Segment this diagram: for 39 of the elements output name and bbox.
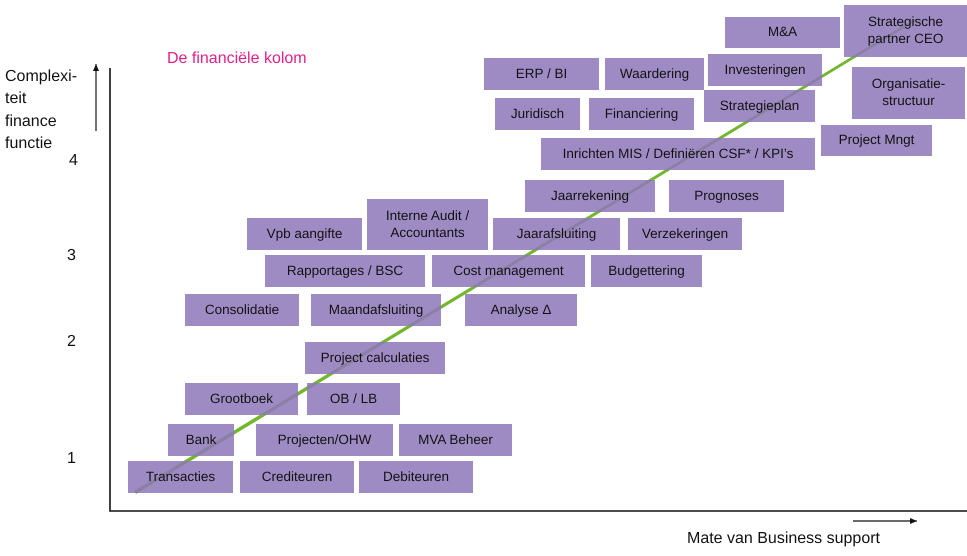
activity-box: Consolidatie [185,294,299,326]
axis-label: Mate van Business support [687,529,880,549]
tick-label: 3 [67,246,76,266]
activity-box: Grootboek [185,383,298,415]
activity-box: Juridisch [495,98,580,130]
activity-box: Budgettering [591,255,702,287]
activity-box: Rapportages / BSC [265,255,425,287]
activity-box: Investeringen [708,54,822,86]
activity-box: Jaarafsluiting [493,218,620,250]
activity-box: Financiering [589,98,694,130]
activity-box: Interne Audit / Accountants [367,199,488,250]
activity-box: OB / LB [307,383,400,415]
activity-box: Strategische partner CEO [844,5,967,57]
activity-box: Projecten/OHW [256,424,393,456]
activity-box: M&A [725,17,840,48]
activity-box: MVA Beheer [399,424,512,456]
activity-box: Debiteuren [359,461,473,493]
tick-label: 4 [69,151,78,171]
activity-box: Waardering [605,58,704,90]
activity-box: Project calculaties [305,342,445,374]
activity-box: Prognoses [669,180,784,212]
activity-box: ERP / BI [484,58,599,90]
activity-box: Bank [168,424,234,456]
activity-box: Inrichten MIS / Definiëren CSF* / KPI’s [541,138,815,170]
activity-box: Crediteuren [240,461,354,493]
activity-box: Transacties [128,461,233,493]
tick-label: 2 [67,332,76,352]
activity-box: Analyse Δ [465,294,577,326]
activity-box: Strategieplan [704,90,815,122]
activity-box: Jaarrekening [525,180,655,212]
activity-box: Vpb aangifte [247,218,362,250]
activity-box: Verzekeringen [628,218,742,250]
activity-box: Cost management [432,255,585,287]
activity-box: Project Mngt [821,125,932,156]
axis-label: Complexi- teit finance functie [5,67,75,154]
chart-title: De financiële kolom [167,50,307,68]
tick-label: 1 [67,449,76,469]
activity-box: Organisatie- structuur [852,67,965,119]
activity-box: Maandafsluiting [311,294,441,326]
